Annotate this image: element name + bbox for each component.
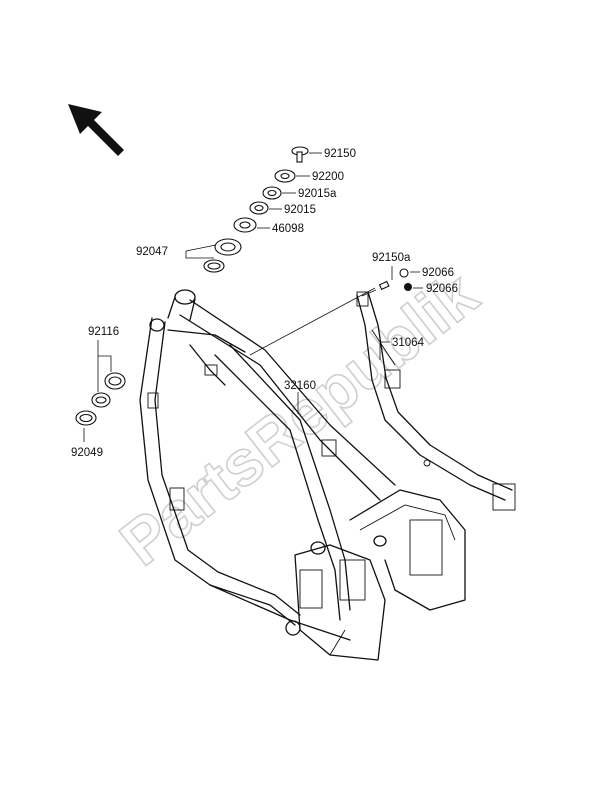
part-labels: 92150 92200 92015a 92015 46098 92047 921…	[71, 148, 458, 459]
leader-lines-left	[83, 340, 112, 442]
label-31064: 31064	[392, 337, 425, 349]
frame-32160	[139, 289, 466, 661]
label-92015: 92015	[284, 204, 316, 216]
washer-46098	[233, 217, 257, 233]
label-92150: 92150	[324, 148, 356, 160]
nut-92066-bottom	[404, 283, 412, 291]
nut-92066-top	[399, 268, 409, 278]
label-92049: 92049	[71, 447, 103, 459]
washer-92200	[274, 169, 296, 183]
subframe-31064	[356, 291, 516, 511]
label-92015a: 92015a	[298, 188, 337, 200]
label-92066-top: 92066	[422, 267, 454, 279]
bearing-92047-upper	[214, 238, 242, 256]
seal-92049	[75, 410, 97, 426]
bearing-92047-lower	[203, 259, 225, 273]
label-32160: 32160	[284, 380, 316, 392]
leader-lines-stem	[185, 152, 322, 259]
bearing-92116	[104, 372, 126, 390]
nut-92015a	[262, 186, 282, 200]
label-92200: 92200	[312, 171, 344, 183]
arrow-up-left-icon	[68, 104, 124, 156]
label-92116: 92116	[88, 326, 119, 338]
label-92047: 92047	[136, 246, 168, 258]
nut-92015	[249, 201, 269, 215]
label-92150a: 92150a	[372, 252, 411, 264]
bolt-92150a	[361, 280, 390, 297]
label-46098: 46098	[272, 223, 304, 235]
bolt-92150	[291, 146, 309, 163]
bearing-92116b	[91, 392, 111, 408]
label-92066-bottom: 92066	[426, 283, 458, 295]
